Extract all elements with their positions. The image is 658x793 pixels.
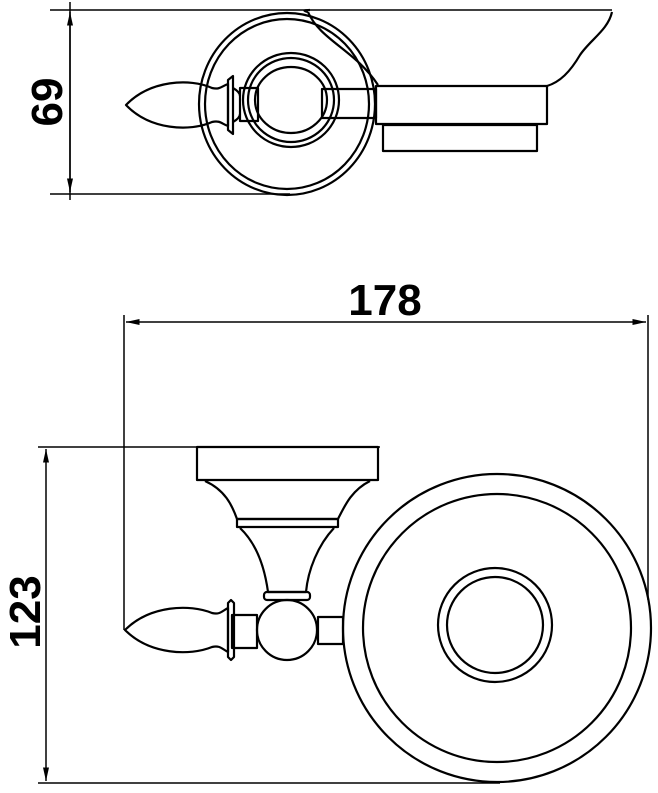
rosette-outer (341, 472, 653, 784)
knob-collar (226, 598, 236, 662)
rosette-inner (361, 492, 633, 764)
top-view: 69 (23, 2, 614, 200)
arm (316, 615, 345, 646)
dish-bowl (306, 11, 614, 88)
dish-holder (374, 84, 549, 126)
shelf-flare (204, 479, 371, 521)
dimension-label-height: 123 (1, 575, 50, 648)
stem (239, 527, 335, 594)
knob-leaf (123, 606, 230, 654)
ball-joint (255, 598, 319, 662)
rosette-outer (197, 11, 377, 197)
knob-collar (226, 74, 242, 136)
knob-leaf (124, 81, 230, 129)
knob-neck (238, 86, 260, 123)
rosette-ring-inner (246, 56, 336, 144)
knob-neck (230, 613, 259, 650)
rosette-ring (436, 566, 554, 684)
front-view: 178 123 (1, 276, 653, 784)
arm (320, 87, 378, 120)
shelf (195, 445, 380, 482)
rosette-outer-inner (203, 17, 371, 191)
rosette-ring (241, 51, 341, 149)
stem-collar (262, 590, 312, 602)
shelf-band (235, 517, 340, 529)
dimension-label-width: 178 (348, 276, 421, 325)
dish-base (381, 123, 539, 153)
dish-rim (303, 8, 311, 14)
rosette-hub (253, 65, 329, 135)
rosette-hub (445, 575, 545, 675)
dimension-label-depth: 69 (23, 78, 72, 127)
